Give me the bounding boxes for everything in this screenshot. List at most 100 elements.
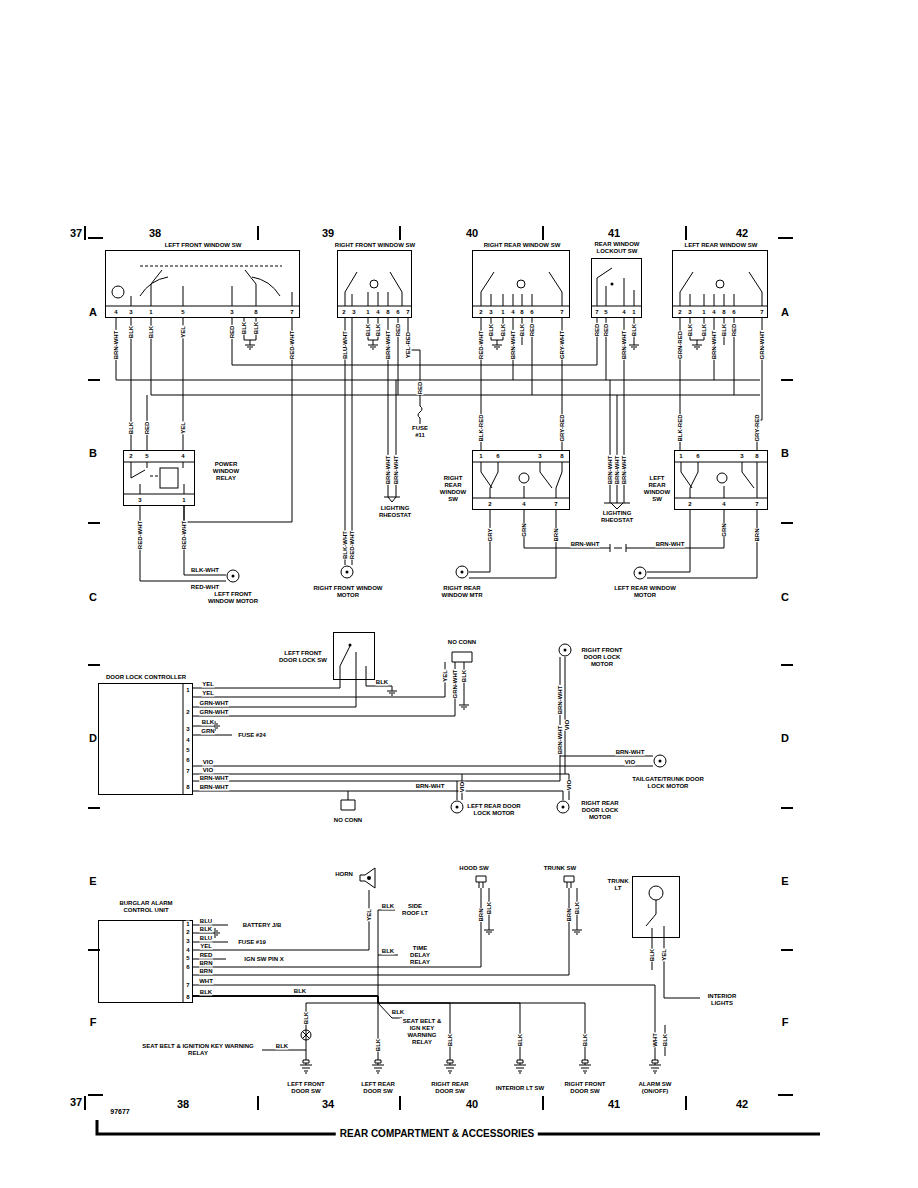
wire-label: BRN-WHT xyxy=(607,455,614,485)
motor-drawing xyxy=(653,754,667,768)
pin-number: 4 xyxy=(186,737,190,744)
wire-label: BRN-WHT xyxy=(615,749,645,756)
component-box: TRUNK LT xyxy=(632,876,680,938)
wire-label: BLK xyxy=(148,325,155,338)
component-label: RIGHT REAR DOOR SW xyxy=(425,1081,476,1095)
wire-label: BRN-WHT xyxy=(614,455,621,485)
wire-label: BLK xyxy=(649,948,656,961)
wire-label: GRN xyxy=(721,523,728,537)
pin-number: 8 xyxy=(254,309,258,316)
grid-reference: 38 xyxy=(176,1098,189,1111)
wire-label: BLK xyxy=(381,903,394,910)
wire-label: RED-WHT xyxy=(478,330,485,359)
indicator-lamp xyxy=(717,473,727,483)
wire-connector xyxy=(193,680,340,688)
wire-label: YEL xyxy=(180,422,187,435)
contact-dot xyxy=(611,283,614,286)
wire-label: BRN-WHT xyxy=(510,330,517,360)
wire-label: YEL xyxy=(202,690,215,697)
wire-label: BLU xyxy=(199,935,212,942)
pin-number: 4 xyxy=(511,309,515,316)
motor-circle xyxy=(559,644,571,656)
wire-connector xyxy=(193,890,369,950)
motor-drawing xyxy=(340,565,354,579)
indicator-lamp xyxy=(370,280,378,288)
component-label: DOOR LOCK CONTROLLER xyxy=(106,674,187,681)
motor-center xyxy=(639,572,642,575)
pin-number: 8 xyxy=(186,994,190,1001)
motor-symbol: RIGHT REAR DOOR LOCK MOTOR xyxy=(556,800,570,814)
motor-drawing xyxy=(226,569,240,583)
wire-label: BLK xyxy=(128,421,135,434)
pin-number: 2 xyxy=(688,501,692,508)
wire-label: BRN xyxy=(199,960,213,967)
pin-number: 1 xyxy=(186,687,190,694)
motor-drawing xyxy=(633,566,647,580)
component-label: LEFT FRONT WINDOW SW xyxy=(164,242,242,249)
footer-caption: REAR COMPARTMENT & ACCESSORIES xyxy=(336,1128,538,1140)
conn-drawing xyxy=(562,876,576,888)
wire-label: BLU xyxy=(199,918,212,925)
wire-connector xyxy=(193,766,653,767)
pin-number: 8 xyxy=(560,453,564,460)
conn-symbol: TRUNK SW xyxy=(562,876,576,888)
pin-number: 5 xyxy=(181,309,185,316)
motor-center xyxy=(562,806,565,809)
sw-symbol: LEFT FRONT DOOR SW xyxy=(299,1060,313,1074)
wire-label: BLK xyxy=(241,321,248,334)
wire-label: BLK xyxy=(662,1033,669,1046)
wire-label: FUSE #24 xyxy=(238,732,267,739)
sw-drawing xyxy=(648,1060,662,1074)
wire-connector xyxy=(193,657,565,774)
pin-number: 1 xyxy=(182,497,186,504)
wire-label: BRN-WHT xyxy=(393,455,400,485)
grid-reference: B xyxy=(781,447,790,460)
wire-label: BLK xyxy=(486,901,493,914)
grid-reference: D xyxy=(781,732,790,745)
component-box: LEFT FRONT DOOR LOCK SW xyxy=(333,632,375,680)
wire-label: GRN-WHT xyxy=(199,709,229,716)
pin-number: 7 xyxy=(755,501,759,508)
wire-label: VIO xyxy=(202,759,213,766)
conn-drawing xyxy=(474,876,488,888)
grid-reference: 40 xyxy=(465,227,478,240)
component-box: LEFT FRONT WINDOW SW xyxy=(105,250,300,318)
pin-number: 1 xyxy=(186,921,190,928)
wire-label: GRY xyxy=(487,528,494,542)
wire-label: WHT xyxy=(652,1033,659,1048)
wire-label: BRN-WHT xyxy=(385,330,392,360)
wire-label: BRN-WHT xyxy=(711,330,718,360)
pin-number: 6 xyxy=(186,964,190,971)
wire-label: YEL xyxy=(202,681,215,688)
wire-label: BLU-WHT xyxy=(342,331,349,360)
wire-label: VIO xyxy=(202,767,213,774)
motor-circle xyxy=(451,801,463,813)
door-switch xyxy=(579,1060,591,1073)
pin-number: 5 xyxy=(186,747,190,754)
grid-reference: 37 xyxy=(69,227,82,240)
pin-number: 8 xyxy=(520,309,524,316)
switch-contacts xyxy=(105,268,768,1003)
pin-number: 6 xyxy=(732,309,736,316)
wire-label: BRN xyxy=(478,908,485,922)
motor-center xyxy=(564,649,567,652)
conn-symbol: HOOD SW xyxy=(474,876,488,888)
wire-label: RED xyxy=(529,323,536,337)
wire-label: YEL xyxy=(661,949,668,962)
wire-label: BLK xyxy=(381,948,394,955)
pin-number: 4 xyxy=(722,501,726,508)
wire-label: GRN xyxy=(201,728,215,735)
wire xyxy=(116,318,762,1056)
pin-number: 3 xyxy=(538,453,542,460)
pin-number: 3 xyxy=(138,497,142,504)
wire-label: NO CONN xyxy=(447,639,478,646)
wire-label: BLK xyxy=(365,323,372,336)
pin-number: 7 xyxy=(595,309,599,316)
motor-circle xyxy=(634,567,646,579)
wire-connector xyxy=(193,985,655,1060)
sw-drawing xyxy=(299,1060,313,1074)
pin-number: 8 xyxy=(186,784,190,791)
sw-symbol: RIGHT REAR DOOR SW xyxy=(443,1060,457,1074)
wire-label: BRN xyxy=(199,968,213,975)
pin-number: 2 xyxy=(488,501,492,508)
